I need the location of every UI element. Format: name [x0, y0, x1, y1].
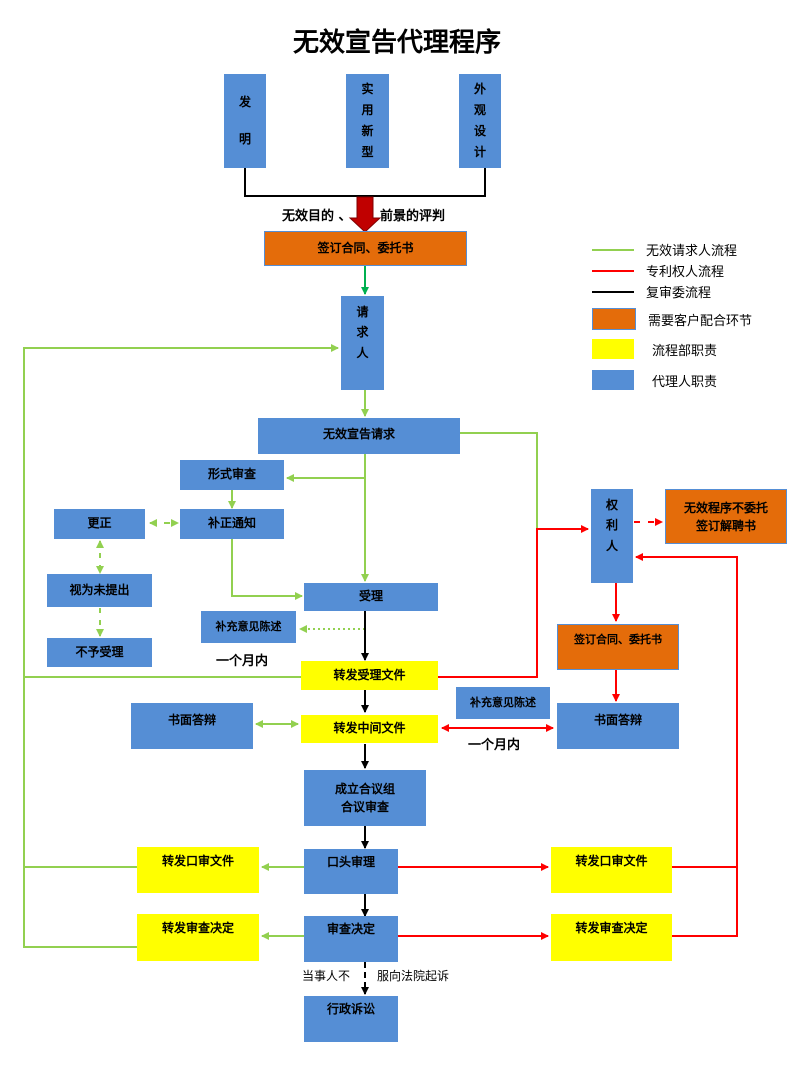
char: 实 — [361, 82, 374, 96]
legend-label: 流程部职责 — [652, 343, 718, 359]
sign-contract-box-2: 签订合同、委托书 — [557, 624, 679, 670]
legend-green-line — [592, 248, 634, 251]
supplement-opinion-box-2: 补充意见陈述 — [456, 687, 550, 719]
evaluation-arrow — [348, 196, 382, 233]
acceptance-to-patentee-red — [438, 525, 589, 678]
left-return-loop — [23, 344, 339, 948]
legend-item-requester-flow: 无效请求人流程 — [592, 240, 737, 259]
written-reply-right-box: 书面答辩 — [557, 703, 679, 749]
invalidation-request-box: 无效宣告请求 — [258, 418, 460, 454]
char: 设 — [473, 124, 486, 138]
oral-hearing-box: 口头审理 — [304, 849, 398, 894]
forward-intermediate-box: 转发中间文件 — [301, 715, 438, 743]
legend-orange-swatch — [592, 308, 636, 330]
legend-item-agent: 代理人职责 — [592, 370, 717, 390]
supplement-opinion-box-1: 补充意见陈述 — [201, 611, 296, 643]
char: 人 — [356, 345, 369, 360]
correction-notice-box: 补正通知 — [180, 509, 284, 539]
no-entrust-line-2: 签订解聘书 — [695, 518, 756, 533]
one-month-label-2: 一个月内 — [468, 738, 521, 753]
legend-item-process-dept: 流程部职责 — [592, 339, 717, 359]
legend-item-patentee-flow: 专利权人流程 — [592, 261, 724, 280]
legend-blue-swatch — [592, 370, 634, 390]
collegial-panel-box: 成立合议组 合议审查 — [304, 770, 426, 826]
char: 型 — [361, 145, 374, 159]
correction-box: 更正 — [54, 509, 145, 539]
page-title: 无效宣告代理程序 — [292, 28, 501, 58]
legend-label: 无效请求人流程 — [646, 244, 738, 259]
patent-type-design: 外 观 设 计 — [459, 74, 501, 168]
requester-box: 请 求 人 — [341, 296, 384, 390]
char: 外 — [473, 82, 486, 96]
written-reply-left-box: 书面答辩 — [131, 703, 253, 749]
forward-decision-left-box: 转发审查决定 — [137, 914, 259, 961]
forward-oral-left-box: 转发口审文件 — [137, 847, 259, 893]
char: 人 — [605, 538, 618, 553]
char: 用 — [361, 103, 374, 117]
char: 新 — [361, 124, 374, 138]
legend-label: 代理人职责 — [652, 374, 718, 390]
char: 利 — [605, 518, 618, 533]
right-loop-to-patentee — [635, 553, 738, 868]
request-to-patentee-green — [460, 432, 538, 529]
legend-label: 需要客户配合环节 — [648, 313, 753, 329]
lawsuit-note-right: 服向法院起诉 — [377, 969, 450, 983]
forward-acceptance-box: 转发受理文件 — [301, 661, 438, 690]
char: 明 — [238, 131, 251, 146]
review-decision-box: 审查决定 — [304, 916, 398, 962]
char: 发 — [238, 94, 251, 109]
legend-red-line — [592, 269, 634, 272]
sign-contract-box-1: 签订合同、委托书 — [264, 231, 467, 266]
legend-black-line — [592, 290, 634, 293]
accepted-box: 受理 — [304, 583, 438, 611]
notice-to-accepted — [231, 539, 303, 600]
no-entrust-box: 无效程序不委托 签订解聘书 — [665, 489, 787, 544]
deemed-withdrawn-box: 视为未提出 — [47, 574, 152, 607]
forward-decision-right-box: 转发审查决定 — [551, 914, 672, 961]
legend-label: 复审委流程 — [646, 286, 712, 301]
patentee-box: 权 利 人 — [591, 489, 633, 583]
formal-review-box: 形式审查 — [180, 460, 284, 490]
char: 计 — [473, 145, 486, 159]
forward-oral-right-box: 转发口审文件 — [551, 847, 672, 893]
not-accepted-box: 不予受理 — [47, 638, 152, 667]
patent-type-invention: 发 明 — [224, 74, 266, 168]
char: 请 — [356, 305, 369, 319]
patent-type-utility: 实 用 新 型 — [346, 74, 389, 168]
evaluation-label-left: 无效目的 、 — [282, 209, 352, 224]
evaluation-label-right: 前景的评判 — [380, 209, 446, 224]
panel-line-1: 成立合议组 — [334, 782, 395, 796]
lawsuit-note-left: 当事人不 — [302, 969, 351, 983]
no-entrust-line-1: 无效程序不委托 — [683, 500, 768, 515]
patent-types-bracket — [244, 168, 486, 197]
legend-item-client-cooperation: 需要客户配合环节 — [592, 308, 752, 330]
legend-label: 专利权人流程 — [646, 265, 725, 280]
char: 观 — [473, 103, 486, 117]
one-month-label-1: 一个月内 — [216, 654, 269, 669]
char: 权 — [605, 498, 618, 512]
panel-line-2: 合议审查 — [340, 800, 389, 814]
administrative-litigation-box: 行政诉讼 — [304, 996, 398, 1042]
legend-item-board-flow: 复审委流程 — [592, 282, 711, 301]
char: 求 — [356, 325, 369, 340]
legend-yellow-swatch — [592, 339, 634, 359]
right-decision-loop — [672, 867, 738, 937]
